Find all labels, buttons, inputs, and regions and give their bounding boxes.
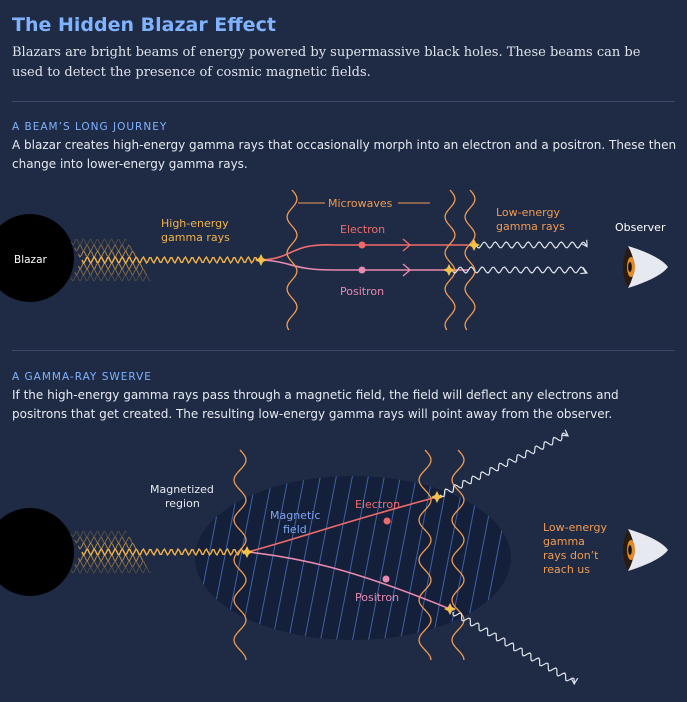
wave-line bbox=[444, 189, 456, 331]
section2-text: If the high-energy gamma rays pass throu… bbox=[12, 388, 619, 421]
positron-path bbox=[261, 259, 468, 271]
divider bbox=[12, 350, 675, 351]
electron-arrow bbox=[402, 238, 412, 252]
high-energy-gamma-rays bbox=[70, 238, 259, 282]
wave-line bbox=[78, 554, 144, 562]
high-energy-label-2: gamma rays bbox=[161, 231, 230, 244]
low-energy-note-1: Low-energy bbox=[543, 521, 607, 534]
microwaves-label: Microwaves bbox=[328, 197, 393, 210]
positron-dot bbox=[382, 575, 390, 583]
section1-text: A blazar creates high-energy gamma rays … bbox=[12, 138, 677, 171]
field-line bbox=[429, 476, 467, 640]
magnetic-field-label-1: Magnetic bbox=[270, 509, 320, 522]
wave-line bbox=[452, 611, 579, 686]
low-energy-note-3: rays don’t bbox=[543, 549, 599, 562]
field-line bbox=[317, 476, 355, 640]
wave-line bbox=[286, 189, 298, 331]
low-energy-note-2: gamma bbox=[543, 535, 585, 548]
field-line bbox=[365, 476, 403, 640]
wave-line bbox=[81, 255, 259, 265]
blazar-label: Blazar bbox=[14, 254, 48, 266]
wave-line bbox=[74, 536, 133, 544]
divider bbox=[12, 101, 675, 102]
wave-line bbox=[475, 239, 588, 249]
wave-line bbox=[70, 238, 128, 246]
wave-line bbox=[78, 542, 136, 550]
observer-eye-icon bbox=[623, 529, 668, 571]
section1-label: A BEAM’S LONG JOURNEY bbox=[12, 121, 168, 133]
positron-label: Positron bbox=[355, 591, 399, 604]
wave-line bbox=[233, 449, 247, 661]
low-energy-gamma-rays bbox=[451, 239, 589, 275]
wave-line bbox=[464, 189, 476, 331]
field-line bbox=[509, 476, 511, 640]
low-energy-label-1: Low-energy bbox=[496, 206, 560, 219]
field-line bbox=[381, 476, 419, 640]
blazar-black-hole bbox=[0, 214, 74, 302]
wave-line bbox=[74, 268, 148, 276]
wave-line bbox=[74, 560, 148, 568]
field-line bbox=[333, 476, 371, 640]
field-line bbox=[413, 476, 451, 640]
observer-eye-icon bbox=[623, 246, 668, 288]
wave-line bbox=[81, 547, 245, 557]
field-line bbox=[301, 476, 339, 640]
wave-line bbox=[70, 530, 128, 538]
wave-line bbox=[78, 250, 136, 258]
low-energy-label-2: gamma rays bbox=[496, 220, 565, 233]
magnetic-field-label-2: field bbox=[283, 523, 307, 536]
gamma-ray-swerve-diagram: Magnetized region Magnetic field Electro… bbox=[0, 429, 668, 686]
wave-line bbox=[451, 266, 589, 275]
electron-path bbox=[261, 244, 468, 261]
electron-path bbox=[247, 496, 438, 553]
page-title: The Hidden Blazar Effect bbox=[12, 14, 276, 36]
positron-label: Positron bbox=[340, 285, 384, 298]
electron-dot bbox=[358, 241, 366, 249]
magnetized-region bbox=[195, 476, 511, 640]
blazar-black-hole bbox=[0, 508, 74, 596]
deflected-low-energy-gamma-rays bbox=[439, 429, 579, 686]
field-line bbox=[253, 476, 291, 640]
electron-label: Electron bbox=[355, 498, 400, 511]
wave-line bbox=[70, 566, 151, 574]
wave-line bbox=[70, 274, 151, 282]
positron-dot bbox=[358, 266, 366, 274]
wave-line bbox=[78, 262, 144, 270]
interaction-stars bbox=[241, 491, 456, 615]
wave-line bbox=[74, 244, 133, 252]
low-energy-note-4: reach us bbox=[543, 563, 590, 576]
electron-label: Electron bbox=[340, 223, 385, 236]
interaction-stars bbox=[255, 239, 480, 276]
microwave-waves bbox=[286, 189, 476, 331]
intro-text: Blazars are bright beams of energy power… bbox=[12, 45, 641, 80]
magnetized-label-1: Magnetized bbox=[150, 483, 214, 496]
observer-label: Observer bbox=[615, 221, 666, 234]
section2-label: A GAMMA-RAY SWERVE bbox=[12, 371, 152, 383]
beam-journey-diagram: Blazar High-energy gamma rays Microwaves… bbox=[0, 189, 668, 331]
high-energy-gamma-rays bbox=[70, 530, 245, 574]
electron-dot bbox=[383, 517, 391, 525]
wave-line bbox=[418, 449, 432, 661]
magnetized-label-2: region bbox=[165, 497, 200, 510]
high-energy-label-1: High-energy bbox=[161, 217, 229, 230]
positron-path bbox=[247, 551, 451, 610]
field-line bbox=[349, 476, 387, 640]
wave-line bbox=[439, 429, 569, 498]
positron-arrow bbox=[402, 263, 412, 277]
field-line bbox=[269, 476, 307, 640]
